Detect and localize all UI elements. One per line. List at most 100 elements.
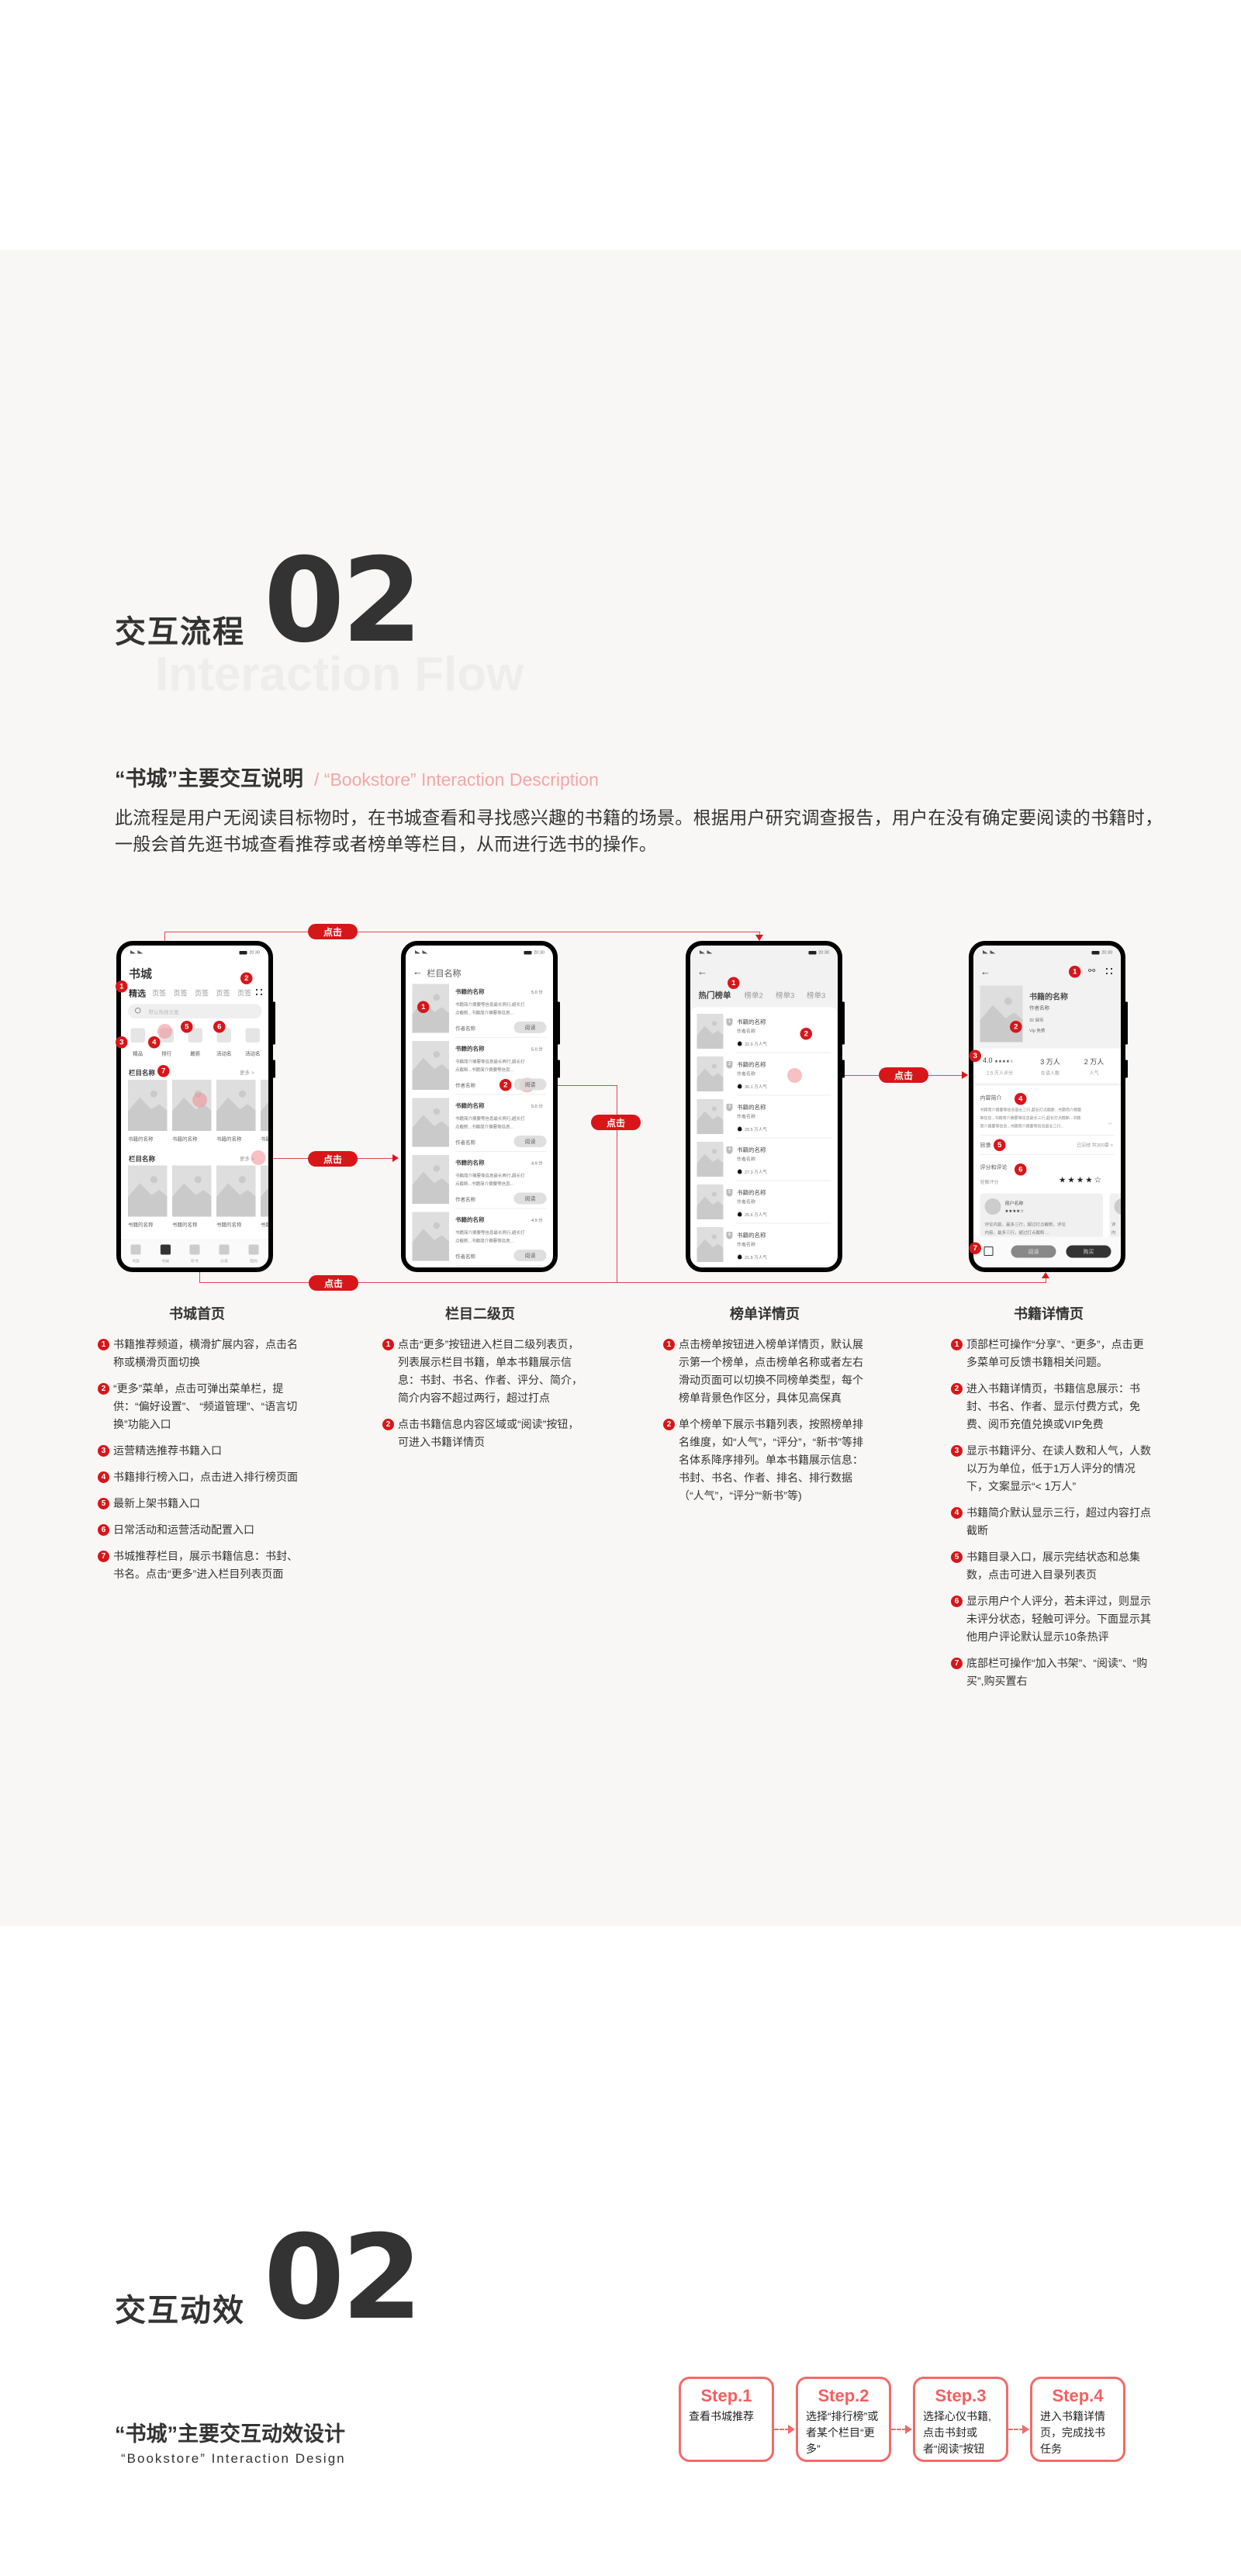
toc-label[interactable]: 目录 [980, 1142, 991, 1148]
book-cover[interactable] [697, 1056, 724, 1091]
book-name[interactable]: 书籍的名称 [261, 1222, 273, 1228]
expand-chevron-icon[interactable]: ﹀ [1108, 1122, 1113, 1128]
channel-tab[interactable]: 页签 [237, 989, 251, 998]
tabbar-icon[interactable] [248, 1244, 259, 1255]
status-time: 20:30 [534, 950, 544, 955]
book-title[interactable]: 书籍的名称 [455, 1046, 485, 1053]
tabbar-icon[interactable] [219, 1244, 230, 1255]
book-title[interactable]: 书籍的名称 [455, 988, 485, 996]
channel-tab[interactable]: 页签 [195, 989, 209, 998]
add-to-shelf-icon[interactable] [983, 1247, 994, 1256]
book-name[interactable]: 书籍的名称 [128, 1222, 154, 1228]
entry-icon[interactable] [188, 1028, 202, 1043]
step-connector [774, 2429, 790, 2430]
back-arrow-icon[interactable]: ← [697, 966, 707, 977]
book-cover[interactable] [216, 1165, 256, 1217]
tabbar-label[interactable]: 书城 [161, 1259, 169, 1264]
book-title[interactable]: 书籍的名称 [455, 1160, 485, 1167]
book-cover[interactable] [697, 1227, 724, 1262]
status-bar: 20:30 [700, 949, 829, 956]
intro-text[interactable]: 简介摘要等信息...书籍简介摘要等信息最长三行... [980, 1124, 1064, 1129]
book-cover[interactable] [412, 1212, 449, 1261]
description-text: 书籍推荐频道，横滑扩展内容，点击名称或横滑页面切换 [113, 1338, 298, 1368]
entry-icon[interactable] [130, 1028, 145, 1043]
tabbar-icon[interactable] [189, 1244, 200, 1255]
more-menu-icon[interactable] [1106, 968, 1112, 974]
toc-status[interactable]: 已完结 共300章 > [1077, 1143, 1113, 1148]
more-link[interactable]: 更多 > [240, 1156, 254, 1162]
book-cover[interactable] [412, 1041, 449, 1090]
tab-featured[interactable]: 精选 [129, 988, 147, 999]
book-cover[interactable] [412, 984, 449, 1033]
more-link[interactable]: 更多 > [240, 1070, 254, 1076]
section-title: 交互流程 [115, 615, 245, 649]
tabbar-label[interactable]: 听书 [191, 1259, 199, 1264]
comment-text: 评 [1111, 1222, 1116, 1227]
entry-label[interactable]: 活动名 [216, 1050, 232, 1057]
book-title[interactable]: 书籍的名称 [455, 1216, 485, 1224]
status-time: 20:30 [1101, 950, 1112, 955]
entry-label[interactable]: 精品 [133, 1050, 143, 1057]
bookstore-tab-active-icon[interactable] [161, 1244, 171, 1255]
channel-tab[interactable]: 页签 [173, 989, 188, 998]
tabbar-label[interactable]: 书架 [132, 1259, 140, 1264]
entry-label[interactable]: 排行 [161, 1050, 172, 1057]
book-cover[interactable] [697, 1099, 724, 1134]
book-cover[interactable] [172, 1080, 212, 1131]
book-cover[interactable] [128, 1080, 168, 1131]
buy-button[interactable]: 购买 [1066, 1245, 1111, 1258]
ranking-tab-active[interactable]: 热门榜单 [698, 991, 731, 1001]
ranking-tab[interactable]: 榜单2 [744, 991, 763, 1001]
channel-tab[interactable]: 页签 [152, 989, 166, 998]
book-name[interactable]: 书籍的名称 [216, 1222, 242, 1228]
share-icon[interactable]: ⚯ [1088, 966, 1096, 976]
book-cover[interactable] [216, 1080, 256, 1131]
read-button[interactable]: 阅读 [513, 1078, 547, 1091]
book-title[interactable]: 书籍的名称 [737, 1232, 766, 1240]
book-title[interactable]: 书籍的名称 [737, 1104, 766, 1112]
entry-label[interactable]: 最新 [190, 1050, 201, 1057]
toc-status-text: 已完结 共300章 [1077, 1143, 1109, 1148]
read-button[interactable]: 阅读 [513, 1250, 547, 1261]
book-name[interactable]: 书籍的名称 [172, 1136, 198, 1143]
entry-icon[interactable] [245, 1028, 260, 1043]
book-name[interactable]: 书籍的名称 [128, 1136, 154, 1143]
tabbar-label[interactable]: 分类 [220, 1259, 228, 1264]
tabbar-label[interactable]: 我的 [250, 1259, 258, 1264]
book-title[interactable]: 书籍的名称 [737, 1146, 766, 1154]
book-cover[interactable] [697, 1184, 724, 1219]
search-input[interactable]: 默认热搜文案 [128, 1004, 262, 1018]
read-button[interactable]: 阅读 [513, 1192, 547, 1205]
description-title: 榜单详情页 [730, 1306, 800, 1322]
book-cover[interactable] [261, 1165, 273, 1217]
book-cover[interactable] [697, 1014, 724, 1049]
back-arrow-icon[interactable]: ← [413, 966, 423, 977]
read-button[interactable]: 阅读 [513, 1136, 547, 1147]
read-button[interactable]: 阅读 [1011, 1245, 1056, 1258]
book-cover[interactable] [412, 1098, 449, 1147]
book-title[interactable]: 书籍的名称 [737, 1061, 766, 1069]
book-cover[interactable] [128, 1165, 168, 1217]
book-cover[interactable] [172, 1165, 212, 1217]
channel-tab[interactable]: 页签 [216, 989, 230, 998]
back-arrow-icon[interactable]: ← [980, 966, 990, 977]
read-button[interactable]: 阅读 [513, 1022, 547, 1033]
book-cover[interactable] [412, 1155, 449, 1204]
book-title[interactable]: 书籍的名称 [737, 1018, 766, 1026]
book-cover[interactable] [697, 1142, 724, 1177]
ranking-tab[interactable]: 榜单3 [807, 991, 826, 1001]
entry-label[interactable]: 活动名 [244, 1050, 261, 1057]
ranking-tab[interactable]: 榜单3 [776, 991, 795, 1001]
my-rating-stars[interactable]: ★★★★☆ [1059, 1175, 1104, 1185]
more-menu-icon[interactable] [256, 989, 262, 995]
book-name[interactable]: 书籍的名称 [172, 1222, 198, 1228]
rank-badge: 1 [726, 1018, 733, 1026]
book-title[interactable]: 书籍的名称 [455, 1102, 485, 1110]
book-title[interactable]: 书籍的名称 [737, 1189, 766, 1197]
book-name[interactable]: 书籍的名称 [261, 1136, 273, 1143]
book-cover[interactable] [261, 1080, 273, 1131]
tabbar-icon[interactable] [130, 1244, 141, 1255]
book-name[interactable]: 书籍的名称 [216, 1136, 242, 1143]
